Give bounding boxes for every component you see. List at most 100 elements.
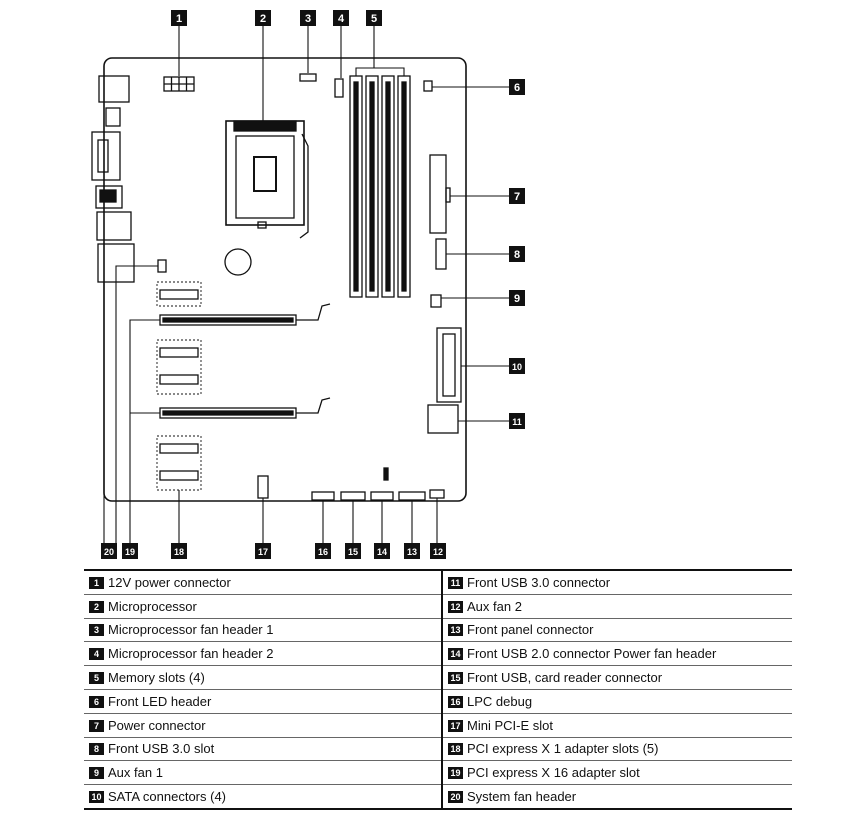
legend-badge: 2 (89, 600, 104, 613)
callout-20: 20 (101, 543, 117, 559)
svg-text:3: 3 (305, 13, 311, 25)
leader-lines (103, 26, 509, 543)
svg-text:13: 13 (407, 547, 417, 557)
legend-badge: 1 (89, 576, 104, 589)
svg-text:8: 8 (514, 249, 520, 261)
legend-badge: 3 (89, 624, 104, 637)
svg-text:6: 6 (514, 82, 520, 94)
legend-label: Front LED header (108, 693, 212, 709)
legend-label: Microprocessor fan header 1 (108, 622, 274, 638)
legend-badge: 6 (89, 695, 104, 708)
legend-badge: 11 (448, 576, 463, 589)
legend-label: PCI express X 1 adapter slots (5) (467, 741, 659, 757)
cpu-fan-header-2 (334, 78, 344, 98)
legend-badge: 10 (89, 791, 104, 804)
svg-text:20: 20 (104, 547, 114, 557)
callout-badges: 1 2 3 4 5 6 7 8 9 10 11 12 13 14 15 16 1… (101, 10, 525, 559)
svg-text:10: 10 (512, 362, 522, 372)
legend-row: 3 Microprocessor fan header 1 13 Front pan… (84, 618, 792, 643)
svg-text:9: 9 (514, 293, 520, 305)
callout-9: 9 (509, 290, 525, 306)
legend-cell: 13 Front panel connector (442, 618, 792, 643)
legend-label: PCI express X 16 adapter slot (467, 765, 640, 781)
callout-13: 13 (404, 543, 420, 559)
svg-text:18: 18 (174, 547, 184, 557)
callout-3: 3 (300, 10, 316, 26)
legend-cell: 20 System fan header (442, 785, 792, 809)
12v-power-connector (163, 76, 195, 92)
legend-label: Front USB, card reader connector (467, 670, 663, 686)
legend-badge: 15 (448, 672, 463, 685)
legend-badge: 12 (448, 600, 463, 613)
legend-label: Aux fan 1 (108, 765, 163, 781)
callout-8: 8 (509, 246, 525, 262)
small-jumper (383, 467, 389, 481)
svg-text:4: 4 (338, 13, 345, 25)
callout-16: 16 (315, 543, 331, 559)
legend-label: Aux fan 2 (467, 598, 522, 614)
legend-cell: 8 Front USB 3.0 slot (84, 737, 443, 762)
motherboard-diagram: 1 2 3 4 5 6 7 8 9 10 11 12 13 14 15 16 1… (91, 10, 525, 559)
legend-label: Front USB 3.0 slot (108, 741, 215, 757)
callout-4: 4 (333, 10, 349, 26)
svg-text:11: 11 (512, 417, 522, 427)
svg-text:5: 5 (371, 13, 377, 25)
legend-cell: 10 SATA connectors (4) (84, 784, 443, 809)
callout-2: 2 (255, 10, 271, 26)
cpu-socket (225, 120, 309, 239)
callout-10: 10 (509, 358, 525, 374)
svg-text:19: 19 (125, 547, 135, 557)
callout-17: 17 (255, 543, 271, 559)
legend-badge: 16 (448, 695, 463, 708)
legend-cell: 9 Aux fan 1 (84, 760, 443, 786)
callout-15: 15 (345, 543, 361, 559)
legend-cell: 3 Microprocessor fan header 1 (84, 618, 443, 643)
cpu-fan-header-1 (299, 73, 317, 82)
legend-badge: 20 (448, 791, 463, 804)
legend-label: Microprocessor fan header 2 (108, 646, 274, 662)
callout-18: 18 (171, 543, 187, 559)
sata-connectors (436, 327, 462, 403)
legend-label: Memory slots (4) (108, 670, 205, 686)
legend-label: Front panel connector (467, 622, 594, 638)
svg-text:12: 12 (433, 547, 443, 557)
power-connector (429, 154, 451, 234)
legend-badge: 7 (89, 719, 104, 732)
legend-badge: 14 (448, 648, 463, 661)
legend-label: SATA connectors (4) (108, 789, 227, 805)
svg-text:7: 7 (514, 191, 520, 203)
legend-badge: 9 (89, 767, 104, 780)
legend-badge: 8 (89, 743, 104, 756)
legend-label: System fan header (467, 789, 577, 805)
callout-11: 11 (509, 413, 525, 429)
legend-badge: 13 (448, 624, 463, 637)
pcie-x16-slots (159, 303, 331, 419)
front-led-header (423, 80, 433, 92)
legend-cell: 7 Power connector (84, 713, 443, 738)
svg-text:1: 1 (176, 13, 182, 25)
callout-6: 6 (509, 79, 525, 95)
svg-text:14: 14 (377, 547, 387, 557)
rear-io-ports (91, 75, 135, 283)
callout-14: 14 (374, 543, 390, 559)
legend-label: Power connector (108, 717, 206, 733)
legend-badge: 17 (448, 719, 463, 732)
aux-fan-1-header (430, 294, 442, 308)
svg-text:15: 15 (348, 547, 358, 557)
legend-cell: 12 Aux fan 2 (442, 594, 792, 619)
legend-badge: 5 (89, 672, 104, 685)
callout-5: 5 (366, 10, 382, 26)
battery (224, 248, 252, 276)
